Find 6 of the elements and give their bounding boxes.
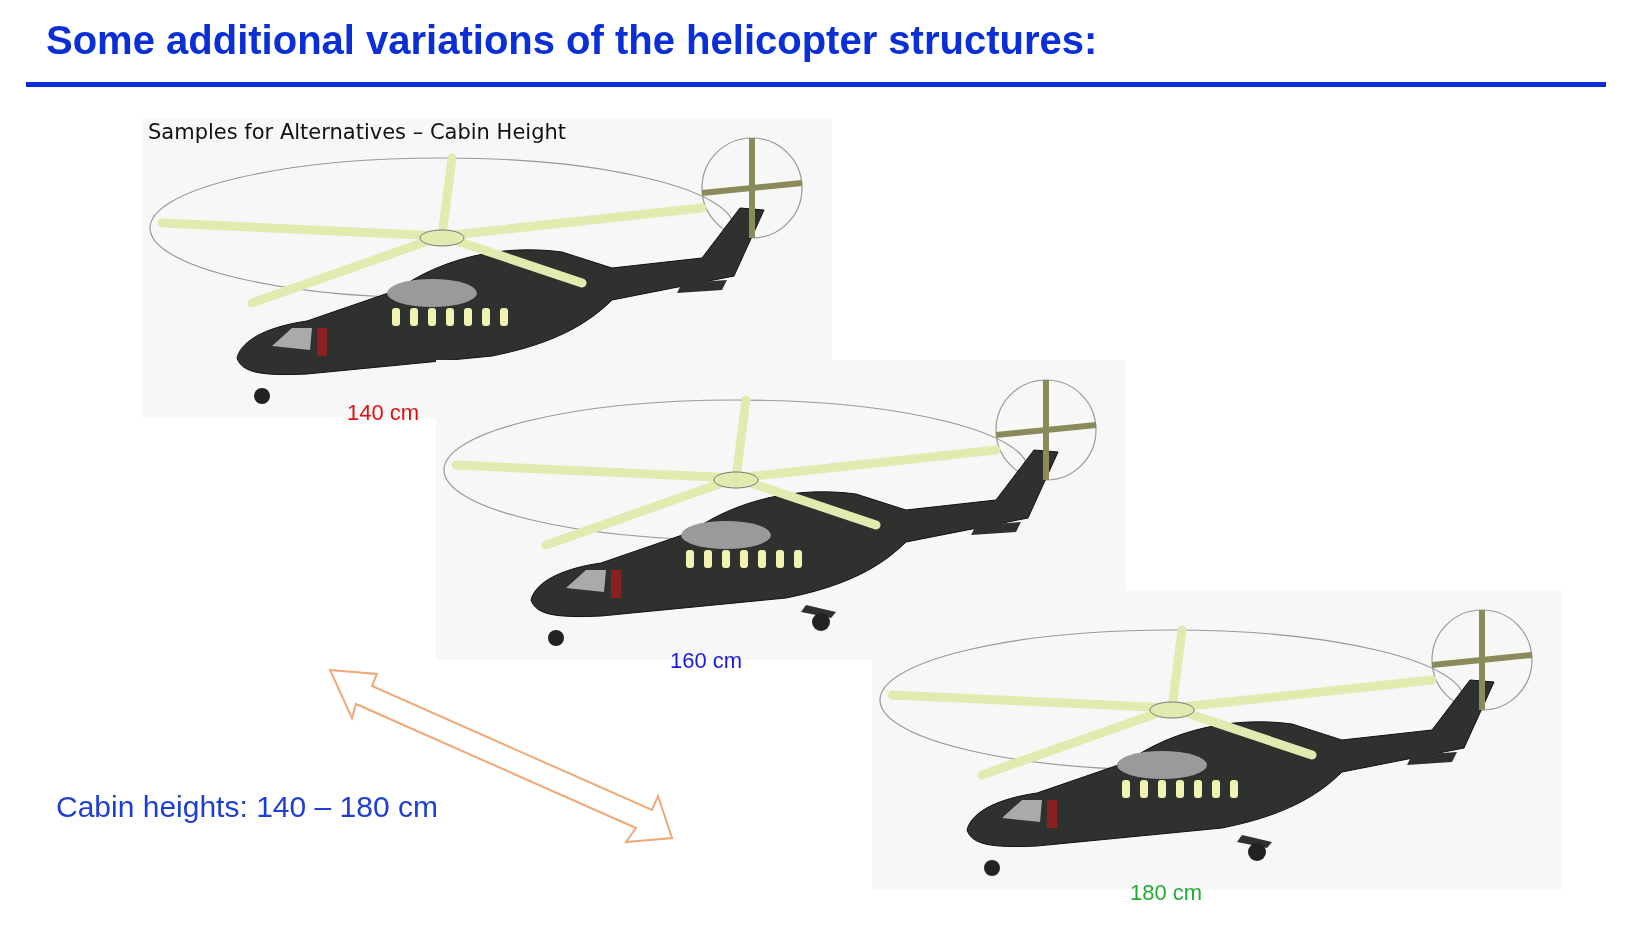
caption-text: Samples for Alternatives – Cabin Height: [148, 120, 566, 144]
height-label: 160 cm: [670, 648, 743, 674]
height-label: 180 cm: [1130, 880, 1203, 906]
height-label: 140 cm: [347, 400, 420, 426]
range-note: Cabin heights: 140 – 180 cm: [56, 790, 438, 824]
page-title: Some additional variations of the helicopter structures:: [46, 18, 1098, 63]
